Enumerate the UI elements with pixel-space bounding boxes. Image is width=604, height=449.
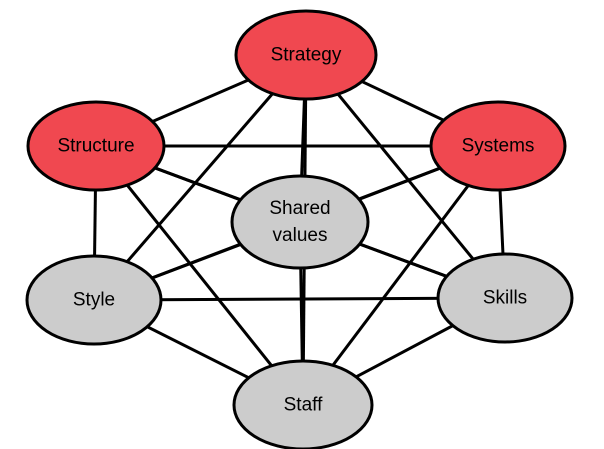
link-strategy-style: [92, 54, 308, 301]
node-staff: Staff: [232, 359, 374, 449]
node-style-label: Style: [73, 290, 115, 311]
node-strategy-label: Strategy: [271, 45, 342, 66]
node-skills: Skills: [436, 252, 574, 344]
link-systems-staff: [301, 145, 500, 406]
node-shared-values-shape: [230, 174, 370, 270]
node-strategy-shape: [234, 9, 378, 101]
node-structure-label: Structure: [57, 136, 134, 157]
node-systems-shape: [429, 100, 567, 192]
node-shared-values-label: Shared: [269, 198, 330, 219]
link-structure-staff: [94, 145, 305, 406]
node-style: Style: [25, 254, 163, 346]
node-systems: Systems: [429, 100, 567, 192]
node-skills-label: Skills: [483, 288, 527, 309]
node-systems-label: Systems: [462, 136, 535, 157]
node-structure: Structure: [26, 100, 166, 192]
node-shared-values-label: values: [273, 225, 328, 246]
node-style-shape: [25, 254, 163, 346]
link-style-skills: [93, 296, 506, 302]
node-structure-shape: [26, 100, 166, 192]
node-staff-shape: [232, 359, 374, 449]
node-shared-values: Shared values: [230, 174, 370, 270]
link-strategy-skills: [304, 54, 507, 299]
node-skills-shape: [436, 252, 574, 344]
node-staff-label: Staff: [284, 395, 323, 416]
node-strategy: Strategy: [234, 9, 378, 101]
